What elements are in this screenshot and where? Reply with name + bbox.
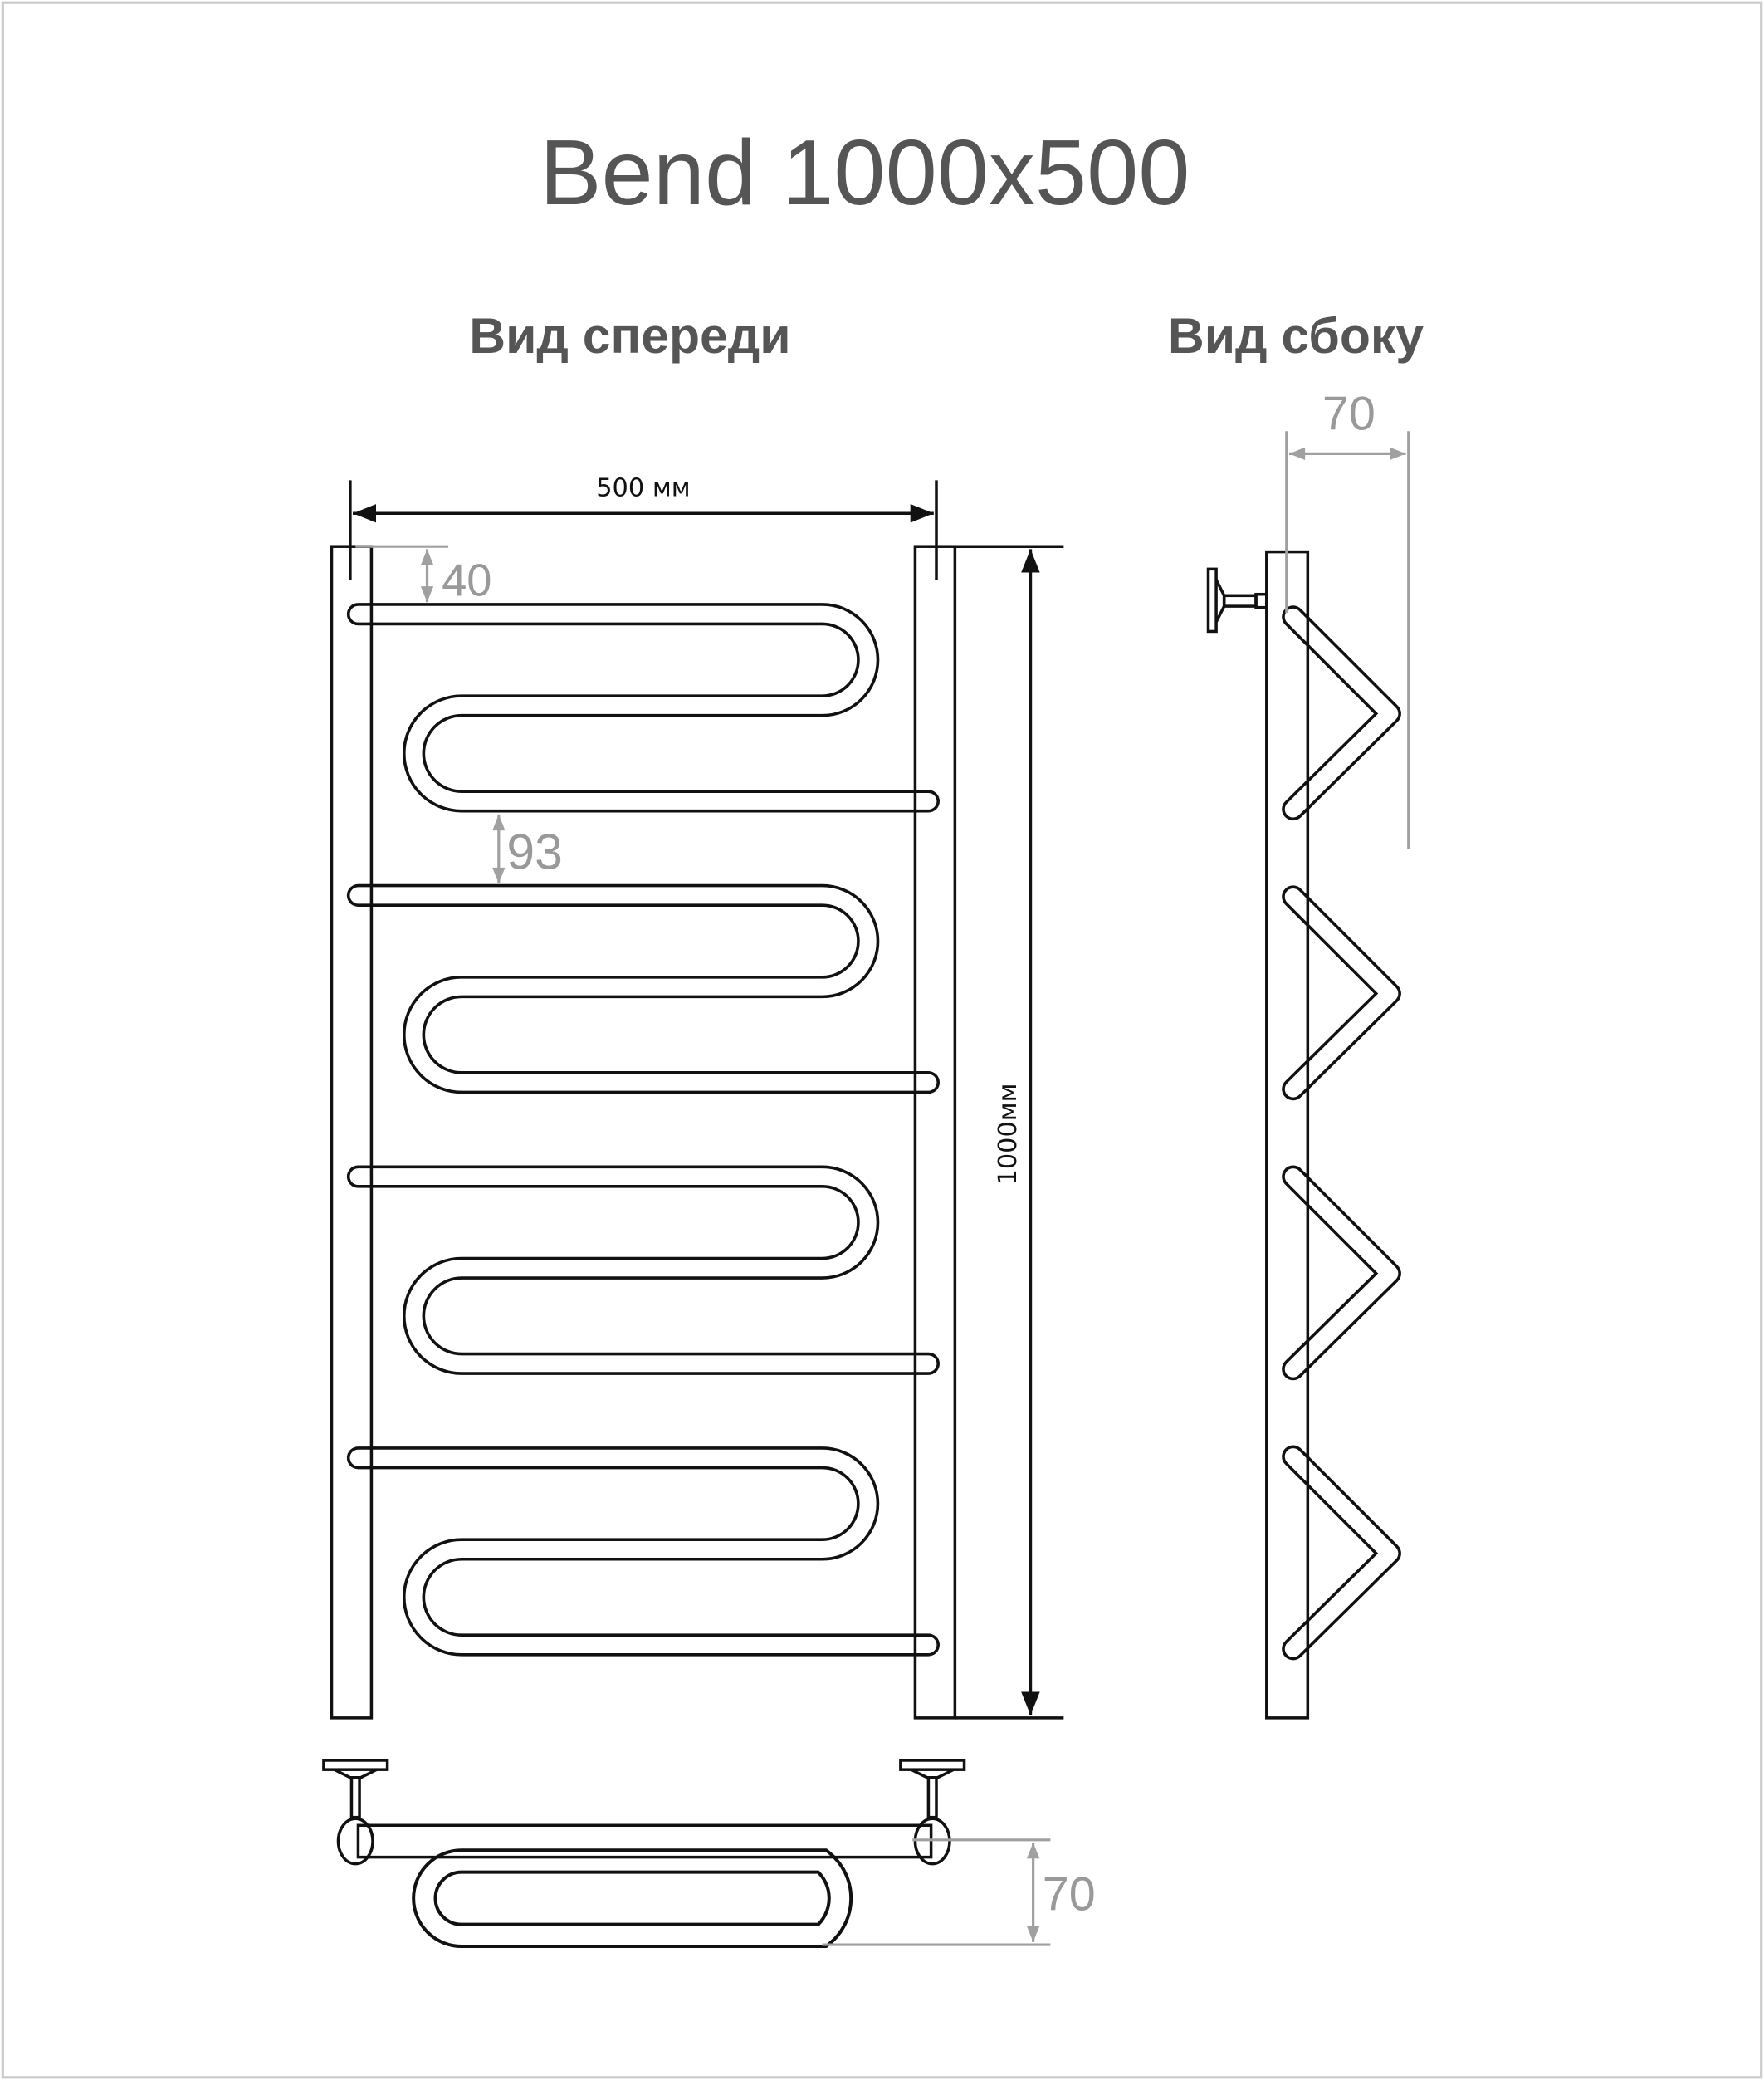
heating-section (346, 1446, 940, 1657)
gap-label: 93 (506, 823, 563, 879)
bottom-view: 70 (322, 1759, 1096, 1949)
height-dimension-label: 1000мм (994, 1083, 1023, 1185)
left-mount-icon (322, 1759, 389, 1866)
heating-section (346, 883, 940, 1094)
towel-rail-side (1282, 1445, 1401, 1661)
front-view-label: Вид спереди (469, 307, 790, 364)
width-dimension-label: 500 мм (596, 473, 690, 502)
bottom-depth-label: 70 (1043, 1868, 1096, 1921)
front-view: 500 мм 1000мм 40 93 (330, 473, 1064, 1720)
side-view-label: Вид сбоку (1168, 307, 1424, 364)
side-depth-label: 70 (1322, 388, 1376, 441)
drawing-title: Bend 1000x500 (540, 120, 1190, 224)
top-offset-label: 40 (442, 555, 491, 605)
towel-rail-side (1282, 885, 1401, 1101)
heating-section (346, 603, 940, 813)
side-view: 70 (1206, 388, 1410, 1720)
heating-section (346, 1165, 940, 1375)
towel-rail-side (1282, 605, 1401, 821)
wall-mount-icon (1206, 567, 1268, 634)
side-post (1265, 550, 1310, 1720)
towel-rail-side (1282, 1165, 1401, 1381)
left-post (330, 545, 374, 1720)
right-post (913, 545, 957, 1720)
